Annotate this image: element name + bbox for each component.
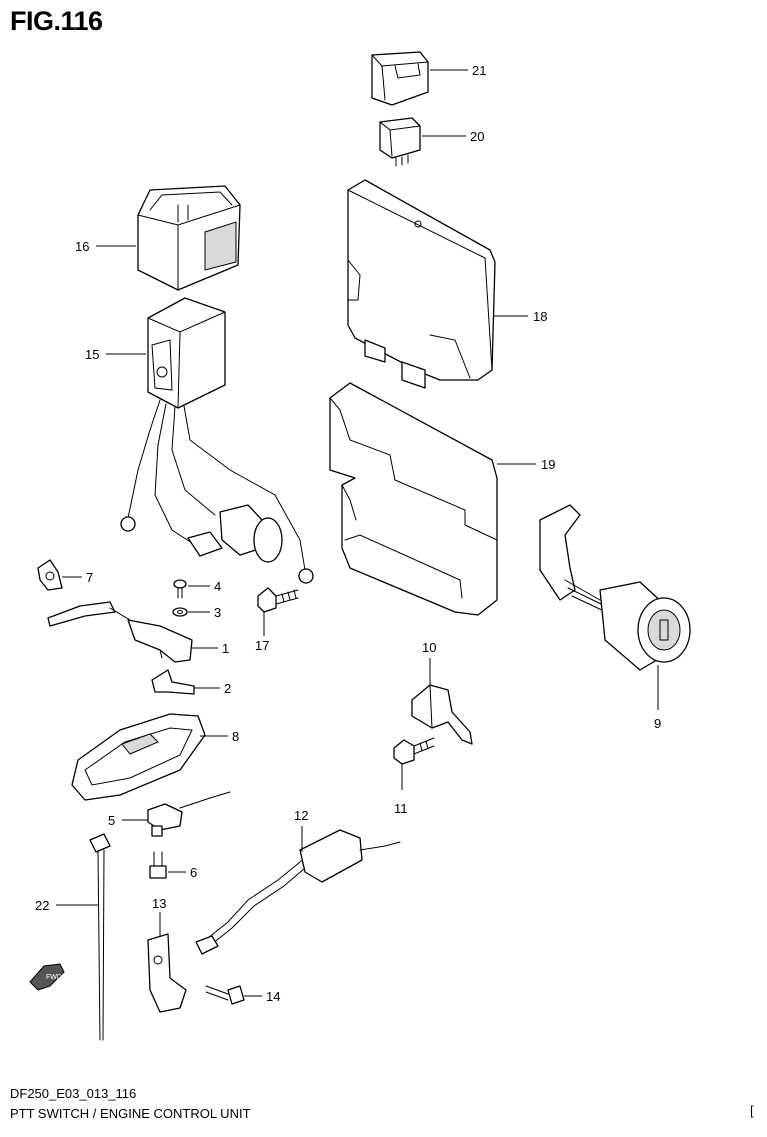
callout-20: 20 <box>470 129 484 144</box>
part-5-sensor <box>147 791 231 837</box>
callout-3: 3 <box>214 605 221 620</box>
callout-14: 14 <box>266 989 280 1004</box>
callout-4: 4 <box>214 579 221 594</box>
part-13-bracket <box>147 933 187 1013</box>
part-6-screw <box>149 851 167 879</box>
callout-5: 5 <box>108 813 115 828</box>
callout-11: 11 <box>394 801 408 816</box>
part-17-bolt <box>257 587 299 613</box>
part-2-bracket <box>151 669 195 695</box>
callout-7: 7 <box>86 570 93 585</box>
part-14-screw <box>205 985 245 1005</box>
callout-16: 16 <box>75 239 89 254</box>
part-20-relay <box>379 117 421 167</box>
part-11-bolt <box>393 737 435 765</box>
part-16-rubber-cover <box>137 185 241 291</box>
part-10-clip <box>411 684 473 745</box>
callout-13: 13 <box>152 896 166 911</box>
callout-17: 17 <box>255 638 269 653</box>
diagram-code: DF250_E03_013_116 <box>10 1086 137 1101</box>
part-4-screw <box>173 579 187 599</box>
callout-22: 22 <box>35 898 49 913</box>
callout-12: 12 <box>294 808 308 823</box>
part-19-ecu-cushion <box>329 382 498 616</box>
part-22-cable-tie <box>89 833 111 1041</box>
part-3-washer <box>172 607 188 617</box>
diagram-title: PTT SWITCH / ENGINE CONTROL UNIT <box>10 1106 251 1121</box>
callout-1: 1 <box>222 641 229 656</box>
part-9-switch-assembly <box>539 504 691 671</box>
part-7-clamp <box>37 559 63 591</box>
part-1-ptt-switch <box>47 601 193 663</box>
fwd-label: FWD <box>46 974 62 981</box>
callout-15: 15 <box>85 347 99 362</box>
callout-9: 9 <box>654 716 661 731</box>
callout-2: 2 <box>224 681 231 696</box>
part-15-ptt-relay-harness <box>120 297 314 584</box>
callout-6: 6 <box>190 865 197 880</box>
part-8-switch-cover <box>71 713 206 801</box>
callout-19: 19 <box>541 457 555 472</box>
part-21-relay-cover <box>371 51 429 106</box>
callout-10: 10 <box>422 640 436 655</box>
callout-18: 18 <box>533 309 547 324</box>
figure-title: FIG.116 <box>10 6 103 36</box>
callout-21: 21 <box>472 63 486 78</box>
part-18-engine-control-unit <box>347 179 496 389</box>
callout-8: 8 <box>232 729 239 744</box>
page-marker: [ <box>750 1103 754 1118</box>
part-12-wiring-harness <box>195 829 401 955</box>
fwd-arrow-icon: FWD <box>29 963 65 991</box>
